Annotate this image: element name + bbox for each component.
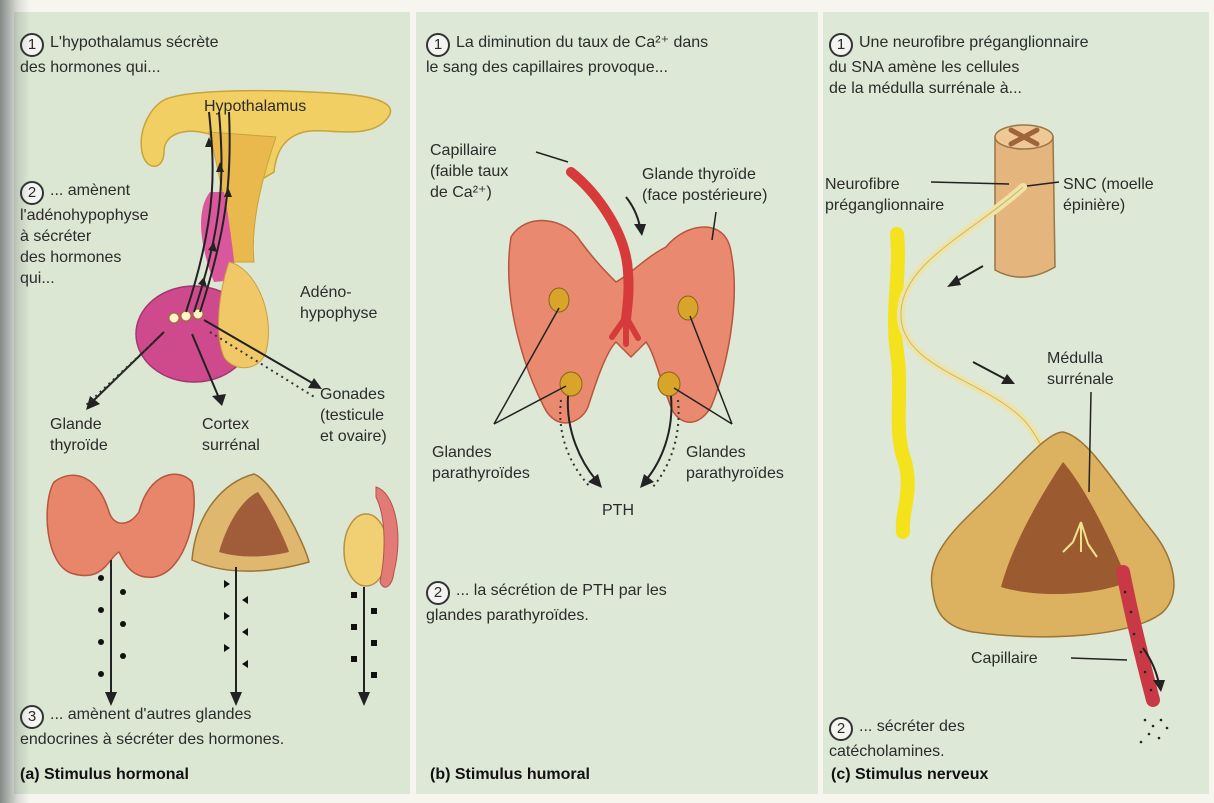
neurofibre-label: Neurofibre préganglionnaire	[825, 174, 944, 216]
parathyroid-lower-right	[658, 372, 680, 396]
sympathetic-chain	[895, 234, 908, 532]
panel-a-step3: 3... amènent d'autres glandes endocrines…	[20, 704, 284, 750]
gonades-label: Gonades (testicule et ovaire)	[320, 384, 387, 447]
neurohypophysis-shape	[219, 262, 269, 368]
parathyroid-upper-right	[678, 296, 698, 320]
panel-b-illustration	[416, 12, 818, 794]
step-number-2: 2	[829, 717, 853, 741]
step-text: La diminution du taux de Ca²⁺ dans le sa…	[426, 34, 708, 76]
caption-stimulus-hormonal: (a) Stimulus hormonal	[20, 764, 189, 785]
step-number-2: 2	[426, 581, 450, 605]
capillaire-label: Capillaire	[971, 648, 1038, 669]
glande-thyroide-label: Glande thyroïde	[50, 414, 108, 456]
panel-b-step2: 2... la sécrétion de PTH par les glandes…	[426, 580, 667, 626]
pth-label: PTH	[602, 500, 634, 521]
parathyroid-lower-left	[560, 372, 582, 396]
thyroide-label: Glande thyroïde (face postérieure)	[642, 164, 767, 206]
panel-a-step2: 2... amènent l'adénohypophyse à sécréter…	[20, 180, 149, 289]
step-number-1: 1	[20, 33, 44, 57]
capillaire-label: Capillaire (faible taux de Ca²⁺)	[430, 140, 508, 203]
step-number-1: 1	[426, 33, 450, 57]
step-number-3: 3	[20, 705, 44, 729]
cortex-surrenal-label: Cortex surrénal	[202, 414, 260, 456]
parathyroides-left-label: Glandes parathyroïdes	[432, 442, 530, 484]
caption-stimulus-nerveux: (c) Stimulus nerveux	[831, 764, 988, 785]
step-number-2: 2	[20, 181, 44, 205]
medulla-label: Médulla surrénale	[1047, 348, 1114, 390]
step-text: L'hypothalamus sécrète des hormones qui.…	[20, 34, 218, 76]
panel-c-illustration	[823, 12, 1209, 794]
panel-c-step2: 2... sécréter des catécholamines.	[829, 716, 965, 762]
parathyroides-right-label: Glandes parathyroïdes	[686, 442, 784, 484]
hypothalamus-label: Hypothalamus	[204, 96, 306, 117]
snc-label: SNC (moelle épinière)	[1063, 174, 1154, 216]
step-text: ... la sécrétion de PTH par les glandes …	[426, 582, 667, 624]
thyroid-target-shape	[47, 474, 194, 577]
step-text: ... amènent d'autres glandes endocrines …	[20, 706, 284, 748]
step-number-1: 1	[829, 33, 853, 57]
adenohypophyse-label: Adéno- hypophyse	[300, 282, 377, 324]
step-text: Une neurofibre préganglionnaire du SNA a…	[829, 34, 1089, 97]
caption-stimulus-humoral: (b) Stimulus humoral	[430, 764, 590, 785]
